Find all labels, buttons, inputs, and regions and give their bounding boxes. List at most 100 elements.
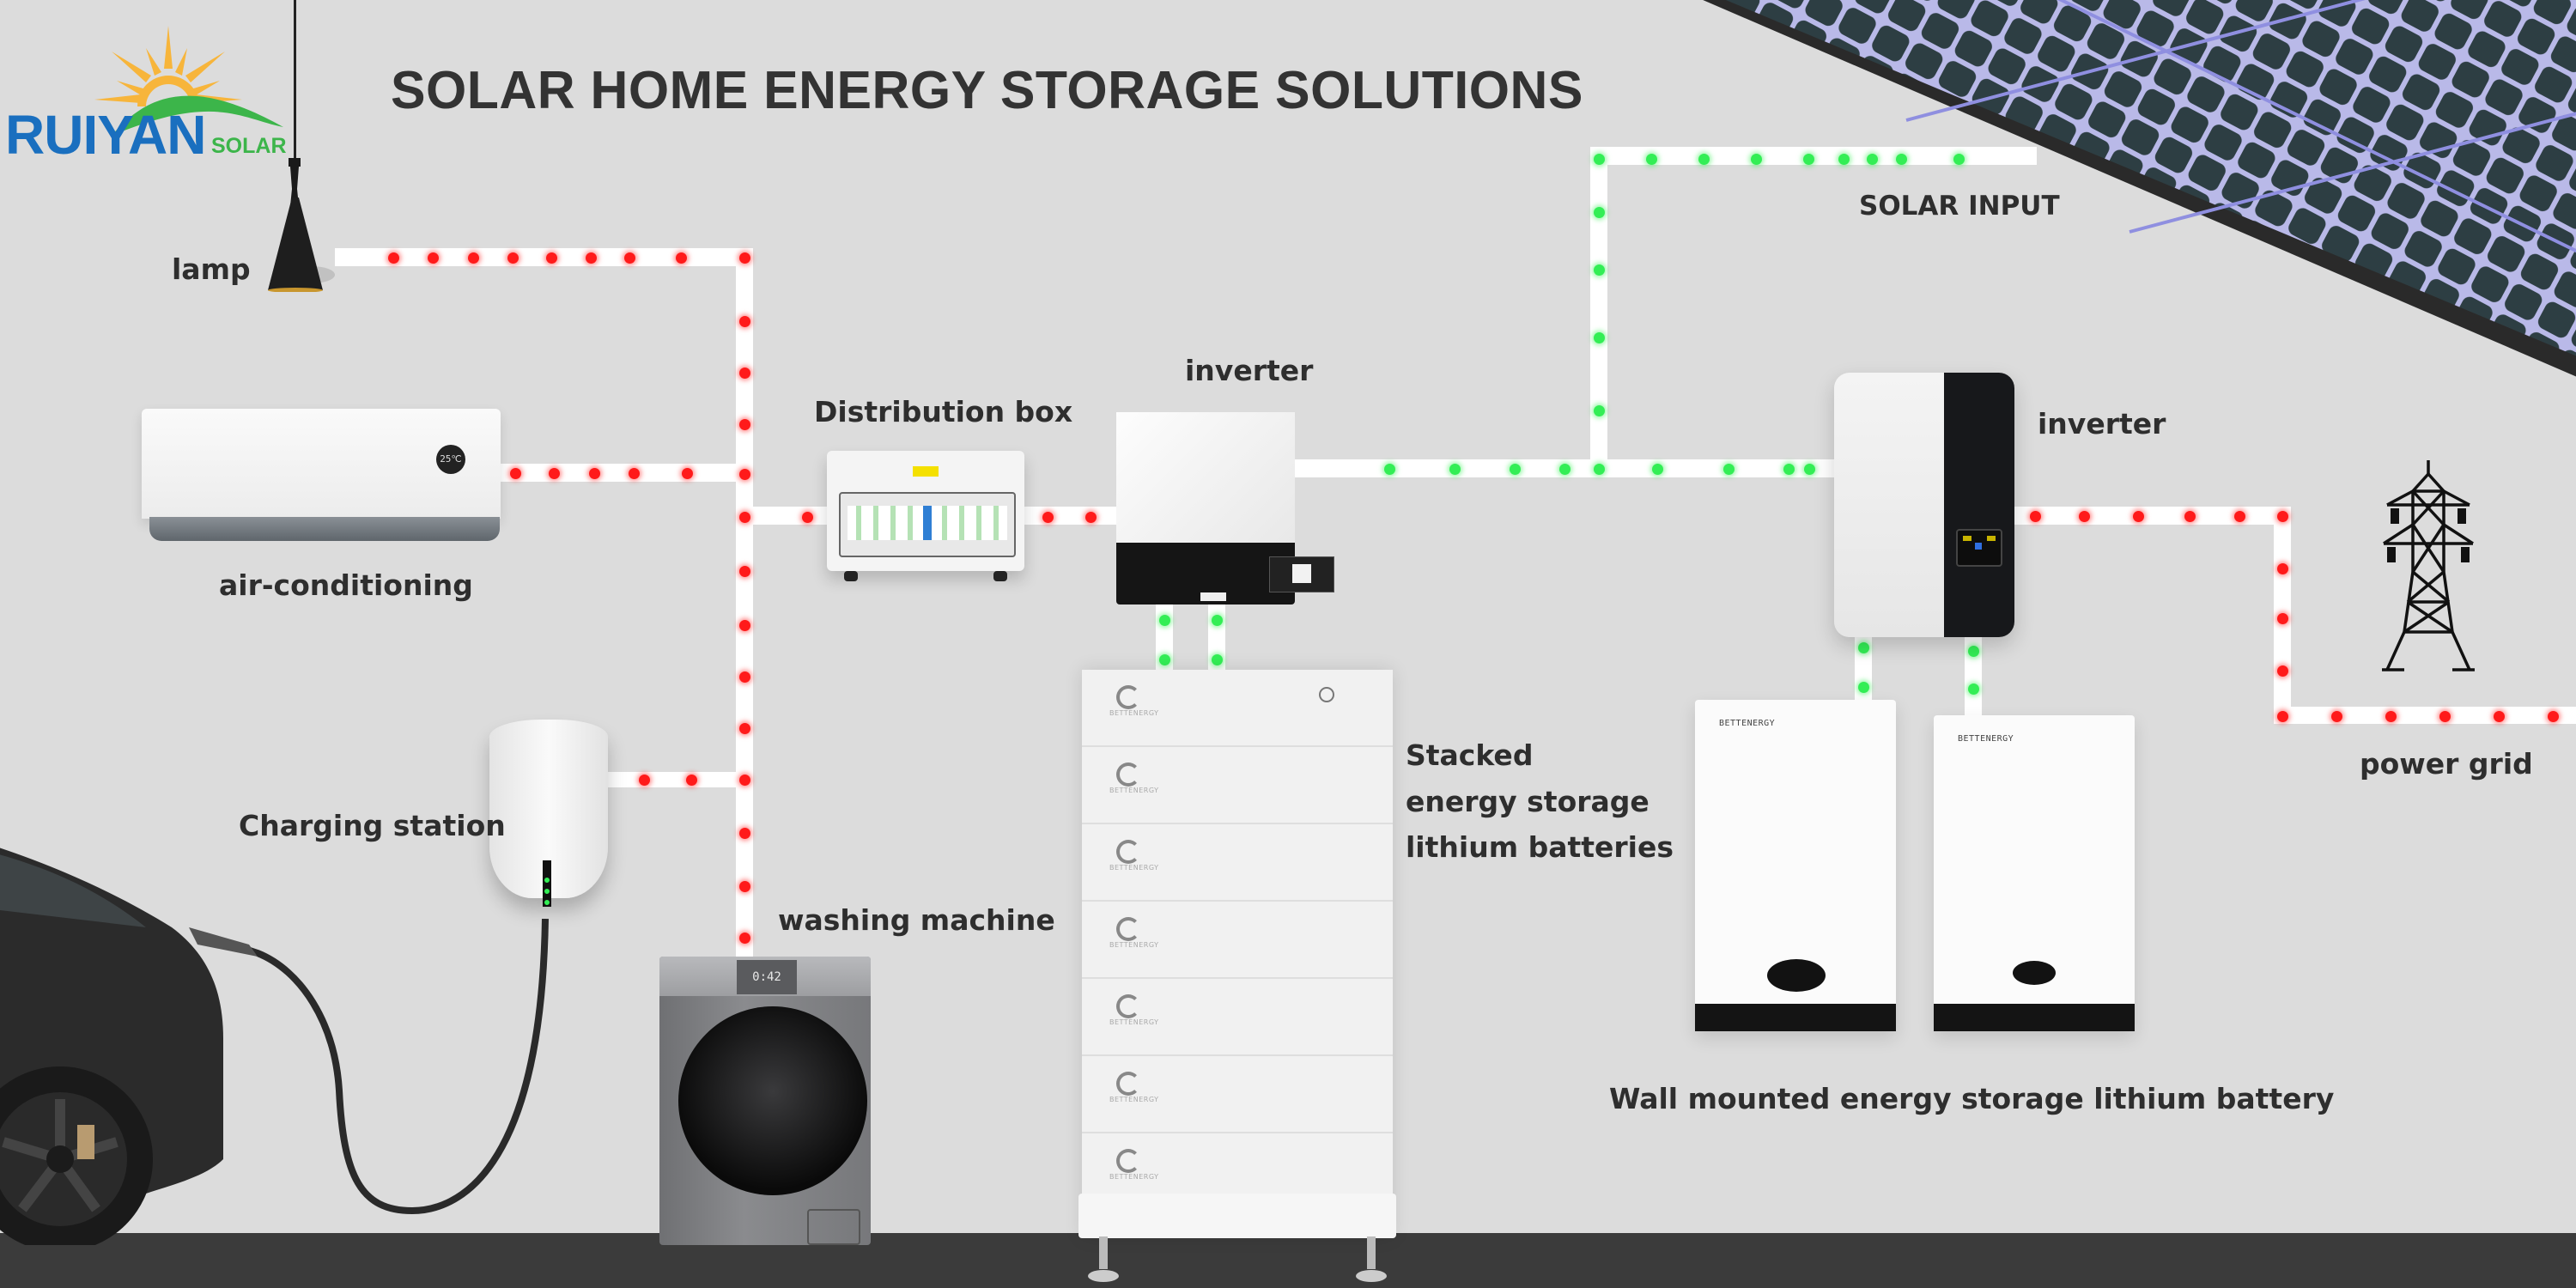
flow-dot — [638, 774, 650, 786]
wire-inverter2-grid — [2014, 507, 2291, 525]
flow-dot — [738, 722, 750, 734]
flow-dot — [2276, 612, 2288, 624]
washing-machine-label: washing machine — [778, 903, 1055, 937]
distribution-box-label: Distribution box — [814, 395, 1073, 428]
flow-dot — [1857, 681, 1869, 693]
flow-dot — [1042, 511, 1054, 523]
inverter-2-lcd — [1956, 529, 2002, 567]
flow-dot — [1866, 153, 1878, 165]
charging-cable-icon — [189, 919, 549, 1215]
flow-dot — [1593, 153, 1605, 165]
wire-solar-vertical — [1590, 147, 1607, 469]
flow-dot — [509, 467, 521, 479]
flow-dot — [1698, 153, 1710, 165]
warning-label-icon — [1200, 592, 1226, 601]
flow-dot — [1803, 463, 1815, 475]
flow-dot — [2184, 510, 2196, 522]
flow-dot — [1383, 463, 1395, 475]
brand-name: RUIYAN — [5, 104, 206, 166]
wall-battery-label: Wall mounted energy storage lithium batt… — [1609, 1082, 2335, 1115]
flow-dot — [507, 252, 519, 264]
ac-vent — [149, 517, 500, 541]
wire-wallbat-2 — [1965, 637, 1982, 716]
flow-dot — [2276, 710, 2288, 722]
flow-dot — [1722, 463, 1735, 475]
wire-dbox-inverter — [1024, 507, 1119, 525]
flow-dot — [1158, 614, 1170, 626]
flow-dot — [2547, 710, 2559, 722]
flow-dot — [2439, 710, 2451, 722]
flow-dot — [2330, 710, 2342, 722]
flow-dot — [2276, 665, 2288, 677]
flow-dot — [548, 467, 560, 479]
flow-dot — [738, 367, 750, 379]
flow-dot — [2385, 710, 2397, 722]
flow-dot — [738, 827, 750, 839]
transmission-tower-icon — [2382, 460, 2475, 671]
flow-dot — [1953, 153, 1965, 165]
stacked-label-2: energy storage — [1406, 785, 1649, 818]
washer-door — [678, 1006, 867, 1195]
flow-dot — [588, 467, 600, 479]
flow-dot — [585, 252, 597, 264]
stacked-label-3: lithium batteries — [1406, 830, 1674, 864]
flow-dot — [628, 467, 640, 479]
flow-dot — [801, 511, 813, 523]
flow-dot — [681, 467, 693, 479]
flow-dot — [738, 252, 750, 264]
lamp-cord — [294, 0, 296, 159]
flow-dot — [738, 880, 750, 892]
inverter-1-body — [1116, 412, 1295, 543]
wall-battery-2: BETTENERGY — [1934, 715, 2135, 1031]
flow-dot — [2493, 710, 2505, 722]
flow-dot — [1967, 683, 1979, 695]
solar-panel — [1683, 0, 2576, 438]
flow-dot — [467, 252, 479, 264]
flow-dot — [1645, 153, 1657, 165]
inverter-2-body — [1834, 373, 2014, 637]
flow-dot — [738, 511, 750, 523]
solar-input-label: SOLAR INPUT — [1859, 191, 2060, 222]
flow-dot — [738, 468, 750, 480]
inverter-2-label: inverter — [2038, 407, 2166, 440]
brand-sub: SOLAR — [211, 134, 287, 158]
flow-dot — [2233, 510, 2245, 522]
flow-dot — [545, 252, 557, 264]
inverter-1-screen — [1269, 556, 1334, 592]
flow-dot — [427, 252, 439, 264]
flow-dot — [1449, 463, 1461, 475]
dbox-breakers — [839, 492, 1016, 557]
flow-dot — [738, 619, 750, 631]
flow-dot — [1593, 264, 1605, 276]
flow-dot — [1558, 463, 1571, 475]
car-icon — [0, 848, 223, 1245]
flow-dot — [2078, 510, 2090, 522]
flow-dot — [2276, 510, 2288, 522]
dbox-body — [827, 451, 1024, 581]
flow-dot — [1750, 153, 1762, 165]
flow-dot — [685, 774, 697, 786]
wire-dbox — [753, 507, 830, 525]
flow-dot — [2132, 510, 2144, 522]
flow-dot — [1158, 653, 1170, 665]
sun-icon — [94, 26, 283, 136]
flow-dot — [738, 932, 750, 944]
washer-filter-cover — [807, 1209, 860, 1245]
flow-dot — [623, 252, 635, 264]
flow-dot — [2029, 510, 2041, 522]
flow-dot — [1211, 614, 1223, 626]
lamp-label: lamp — [172, 252, 251, 286]
stack-base — [1078, 1194, 1396, 1238]
flow-dot — [2276, 562, 2288, 574]
foot-icon — [1088, 1236, 1119, 1282]
washer-display: 0:42 — [737, 960, 797, 994]
flow-dot — [738, 565, 750, 577]
wire-bus-vertical — [736, 248, 753, 961]
stack-body: BETTENERGY BETTENERGY BETTENERGY BETTENE… — [1082, 670, 1393, 1236]
power-grid-label: power grid — [2360, 747, 2533, 781]
flow-dot — [675, 252, 687, 264]
charger-led-strip — [543, 860, 551, 907]
flow-dot — [1838, 153, 1850, 165]
flow-dot — [1967, 645, 1979, 657]
ac-display: 25℃ — [436, 445, 465, 474]
